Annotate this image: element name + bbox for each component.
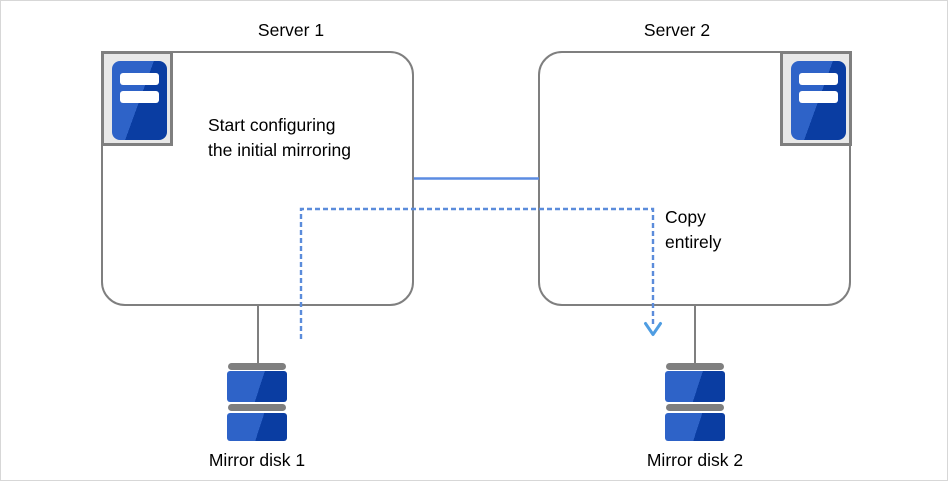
server2-disk-connector xyxy=(693,305,696,364)
disk-cap xyxy=(228,363,286,370)
copy-entirely-label: Copy entirely xyxy=(665,207,722,252)
arrow-down-icon xyxy=(644,322,662,336)
disk-band xyxy=(666,404,724,411)
mirror-disk2-label: Mirror disk 2 xyxy=(646,450,744,470)
disk-platter xyxy=(227,371,287,402)
disk-cap xyxy=(666,363,724,370)
server2-title: Server 2 xyxy=(643,20,711,40)
mirror-disk1-label: Mirror disk 1 xyxy=(208,450,306,470)
disk-platter xyxy=(227,413,287,441)
disk-platter xyxy=(665,371,725,402)
server-icon-slot xyxy=(799,91,838,103)
server-icon-slot xyxy=(120,91,159,103)
server1-server-icon xyxy=(101,51,173,146)
server1-note: Start configuring the initial mirroring xyxy=(208,115,351,160)
server2-server-icon xyxy=(780,51,852,146)
server1-disk-connector xyxy=(256,305,259,364)
server1-title: Server 1 xyxy=(257,20,325,40)
disk-platter xyxy=(665,413,725,441)
server-icon-slot xyxy=(799,73,838,85)
server-icon-slot xyxy=(120,73,159,85)
disk-band xyxy=(228,404,286,411)
server-icon-panel xyxy=(791,61,846,140)
server-icon-panel xyxy=(112,61,167,140)
